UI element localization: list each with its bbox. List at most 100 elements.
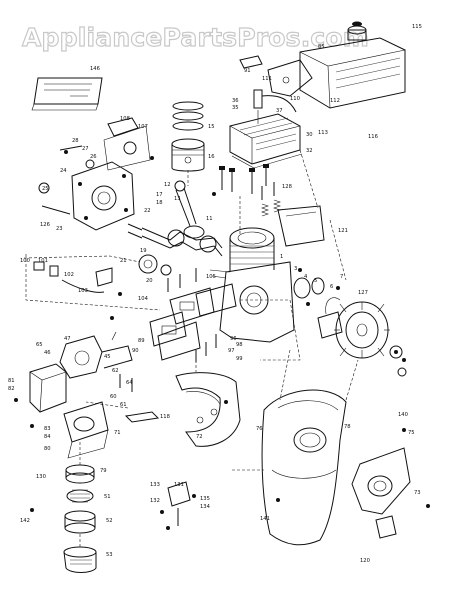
part-label[interactable]: 73 [414,490,421,496]
part-label[interactable]: 45 [104,354,111,360]
part-label[interactable]: 84 [44,434,51,440]
part-label[interactable]: 132 [150,498,160,504]
part-label[interactable]: 115 [412,24,422,30]
part-label[interactable]: 146 [90,66,100,72]
blower-housing [261,389,347,546]
gasket-stack [149,283,237,361]
part-label[interactable]: 96 [230,336,237,342]
part-label[interactable]: 91 [244,68,251,74]
part-label[interactable]: 72 [196,434,203,440]
part-label[interactable]: 128 [282,184,292,190]
part-label[interactable]: 83 [44,426,51,432]
part-label[interactable]: 6 [330,284,333,290]
part-label[interactable]: 78 [344,424,351,430]
part-label[interactable]: 102 [64,272,74,278]
part-label[interactable]: 51 [104,494,111,500]
part-label[interactable]: 36 [232,98,239,104]
part-label[interactable]: 27 [82,146,89,152]
part-label[interactable]: 118 [160,414,170,420]
part-label[interactable]: 60 [110,394,117,400]
part-label[interactable]: 25 [42,186,49,192]
part-label[interactable]: 7 [340,274,343,280]
rewind-starter [351,447,411,539]
part-label[interactable]: 11 [206,216,213,222]
part-label[interactable]: 46 [44,350,51,356]
part-label[interactable]: 98 [236,342,243,348]
head-bolts [219,164,269,194]
part-label[interactable]: 1 [280,254,283,260]
part-label[interactable]: 101 [38,258,48,264]
part-label[interactable]: 133 [150,482,160,488]
part-number-labels: 115 146 85 91 111 110 36 35 37 30 32 112… [8,24,422,564]
part-label[interactable]: 85 [318,44,325,50]
part-label[interactable]: 13 [174,196,181,202]
part-label[interactable]: 79 [100,468,107,474]
part-label[interactable]: 20 [146,278,153,284]
part-label[interactable]: 12 [164,182,171,188]
part-label[interactable]: 135 [200,496,210,502]
part-label[interactable]: 110 [290,96,300,102]
part-label[interactable]: 76 [256,426,263,432]
part-label[interactable]: 97 [228,348,235,354]
part-label[interactable]: 81 [8,378,15,384]
crankshaft [127,223,223,257]
base-plate [175,372,241,447]
part-label[interactable]: 16 [208,154,215,160]
part-label[interactable]: 130 [36,474,46,480]
part-label[interactable]: 21 [120,258,127,264]
part-label[interactable]: 26 [90,154,97,160]
part-label[interactable]: 64 [126,380,133,386]
part-label[interactable]: 17 [156,192,163,198]
part-label[interactable]: 28 [72,138,79,144]
part-label[interactable]: 18 [156,200,163,206]
part-label[interactable]: 3 [294,266,297,272]
part-label[interactable]: 141 [260,516,270,522]
part-label[interactable]: 134 [200,504,211,510]
part-label[interactable]: 99 [236,356,243,362]
part-label[interactable]: 22 [144,208,151,214]
part-label[interactable]: 100 [20,258,30,264]
part-label[interactable]: 5 [314,278,317,284]
part-label[interactable]: 126 [40,222,50,228]
part-label[interactable]: 104 [138,296,149,302]
part-label[interactable]: 113 [318,130,328,136]
part-label[interactable]: 108 [120,116,130,122]
part-label[interactable]: 103 [78,288,88,294]
part-label[interactable]: 35 [232,105,239,111]
part-label[interactable]: 75 [408,430,415,436]
part-label[interactable]: 121 [338,228,348,234]
part-label[interactable]: 127 [358,290,368,296]
part-label[interactable]: 71 [114,430,121,436]
part-label[interactable]: 80 [44,446,51,452]
part-label[interactable]: 37 [276,108,283,114]
part-label[interactable]: 47 [64,336,71,342]
part-label[interactable]: 62 [112,368,119,374]
flywheel [334,301,390,359]
part-label[interactable]: 89 [138,338,145,344]
part-label[interactable]: 111 [262,76,272,82]
part-label[interactable]: 23 [56,226,63,232]
part-label[interactable]: 24 [60,168,67,174]
oil-dipstick [38,145,95,215]
part-label[interactable]: 61 [120,402,127,408]
part-label[interactable]: 53 [106,552,113,558]
part-label[interactable]: 30 [306,132,313,138]
part-label[interactable]: 65 [36,342,43,348]
part-label[interactable]: 82 [8,386,15,392]
part-label[interactable]: 15 [208,124,215,130]
part-label[interactable]: 90 [132,348,139,354]
part-label[interactable]: 32 [306,148,313,154]
part-label[interactable]: 105 [206,274,216,280]
part-label[interactable]: 19 [140,248,147,254]
part-label[interactable]: 107 [138,124,148,130]
part-label[interactable]: 112 [330,98,340,104]
part-label[interactable]: 120 [360,558,370,564]
fuel-valve [253,89,297,124]
part-label[interactable]: 52 [106,518,113,524]
part-label[interactable]: 131 [174,482,184,488]
crankcase-cover [71,161,135,231]
part-label[interactable]: 140 [398,412,408,418]
part-label[interactable]: 142 [20,518,30,524]
part-label[interactable]: 116 [368,134,378,140]
part-label[interactable]: 4 [304,274,308,280]
